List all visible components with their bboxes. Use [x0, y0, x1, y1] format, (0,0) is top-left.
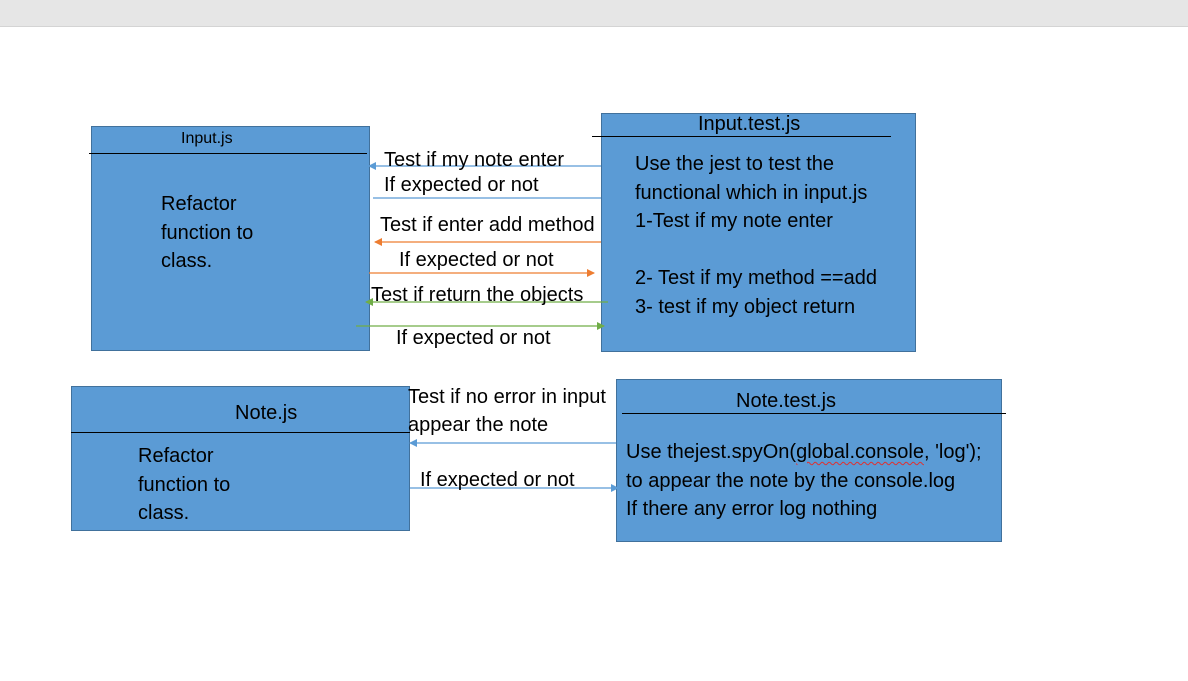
label-expected-1: If expected or not — [384, 174, 539, 196]
input-test-js-box — [601, 113, 916, 352]
label-test-note-enter: Test if my note enter — [384, 149, 565, 171]
label-test-no-error: Test if no error in input — [408, 386, 606, 408]
input-js-body-line: Refactor — [161, 193, 237, 215]
input-js-title: Input.js — [181, 130, 233, 147]
input-test-js-title: Input.test.js — [698, 113, 801, 135]
input-js-box — [91, 126, 370, 351]
label-expected-2: If expected or not — [399, 249, 554, 271]
note-test-js-body-line: If there any error log nothing — [626, 498, 878, 520]
spyon-prefix: Use thejest.spyOn( — [626, 441, 797, 463]
input-js-body-line: class. — [161, 250, 213, 272]
label-test-return-objects: Test if return the objects — [371, 284, 584, 306]
input-test-js-title-divider — [592, 136, 891, 137]
input-test-js-body-line: 1-Test if my note enter — [635, 210, 833, 232]
note-js-body-line: function to — [138, 473, 231, 496]
note-js-title-divider — [71, 432, 410, 433]
input-js-body-line: function to — [161, 221, 254, 244]
note-test-js-body: Use thejest.spyOn(global.console, 'log')… — [626, 438, 982, 524]
input-test-js-body: Use the jest to test the functional whic… — [635, 150, 877, 321]
label-test-add-method: Test if enter add method — [380, 214, 595, 236]
spellcheck-underlined-text: global.console — [796, 441, 924, 463]
note-js-body: Refactor function to class. — [138, 442, 230, 528]
input-test-js-body-line: Use the jest to test the — [635, 153, 834, 175]
note-test-js-title-divider — [622, 413, 1006, 414]
input-test-js-body-line: 2- Test if my method ==add — [635, 267, 877, 289]
toolbar-strip — [0, 0, 1188, 27]
note-js-title: Note.js — [235, 402, 298, 424]
input-js-body: Refactor function to class. — [161, 190, 253, 276]
note-test-js-box — [616, 379, 1002, 542]
note-js-body-line: Refactor — [138, 445, 214, 467]
note-test-js-title: Note.test.js — [736, 390, 837, 412]
spyon-suffix: , 'log'); — [923, 441, 982, 463]
label-expected-4: If expected or not — [420, 469, 575, 491]
input-js-title-divider — [89, 153, 367, 154]
note-js-body-line: class. — [138, 502, 190, 524]
label-appear-note: appear the note — [408, 414, 549, 436]
note-js-box — [71, 386, 410, 531]
input-test-js-body-line: functional which in input.js — [635, 181, 868, 204]
note-test-js-body-line: to appear the note by the console.log — [626, 469, 956, 492]
note-test-js-body-line: Use thejest.spyOn(global.console, 'log')… — [626, 438, 982, 467]
label-expected-3: If expected or not — [396, 327, 551, 349]
input-test-js-body-line: 3- test if my object return — [635, 295, 856, 318]
